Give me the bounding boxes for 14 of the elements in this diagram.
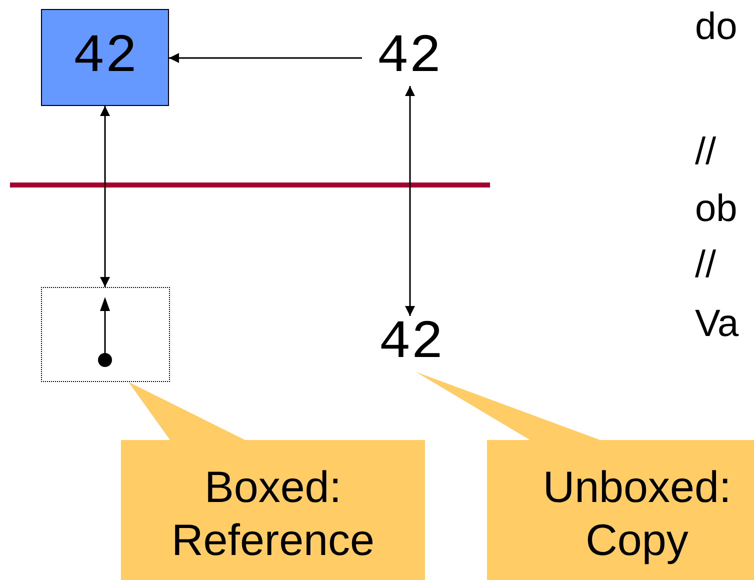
value-text: 42 (364, 316, 458, 372)
code-text: Va (695, 305, 739, 343)
callout-pointer (416, 372, 600, 440)
arrow (169, 53, 362, 63)
code-text: // (695, 133, 716, 171)
code-text: ob (695, 190, 738, 228)
code-text: // (695, 246, 716, 284)
value-text: 42 (362, 30, 456, 86)
reference-box (41, 287, 170, 382)
double-arrow (100, 106, 110, 287)
value-box: 42 (41, 9, 169, 106)
code-text: do (695, 8, 738, 46)
callout-pointer (128, 382, 245, 440)
double-arrow (405, 86, 415, 316)
